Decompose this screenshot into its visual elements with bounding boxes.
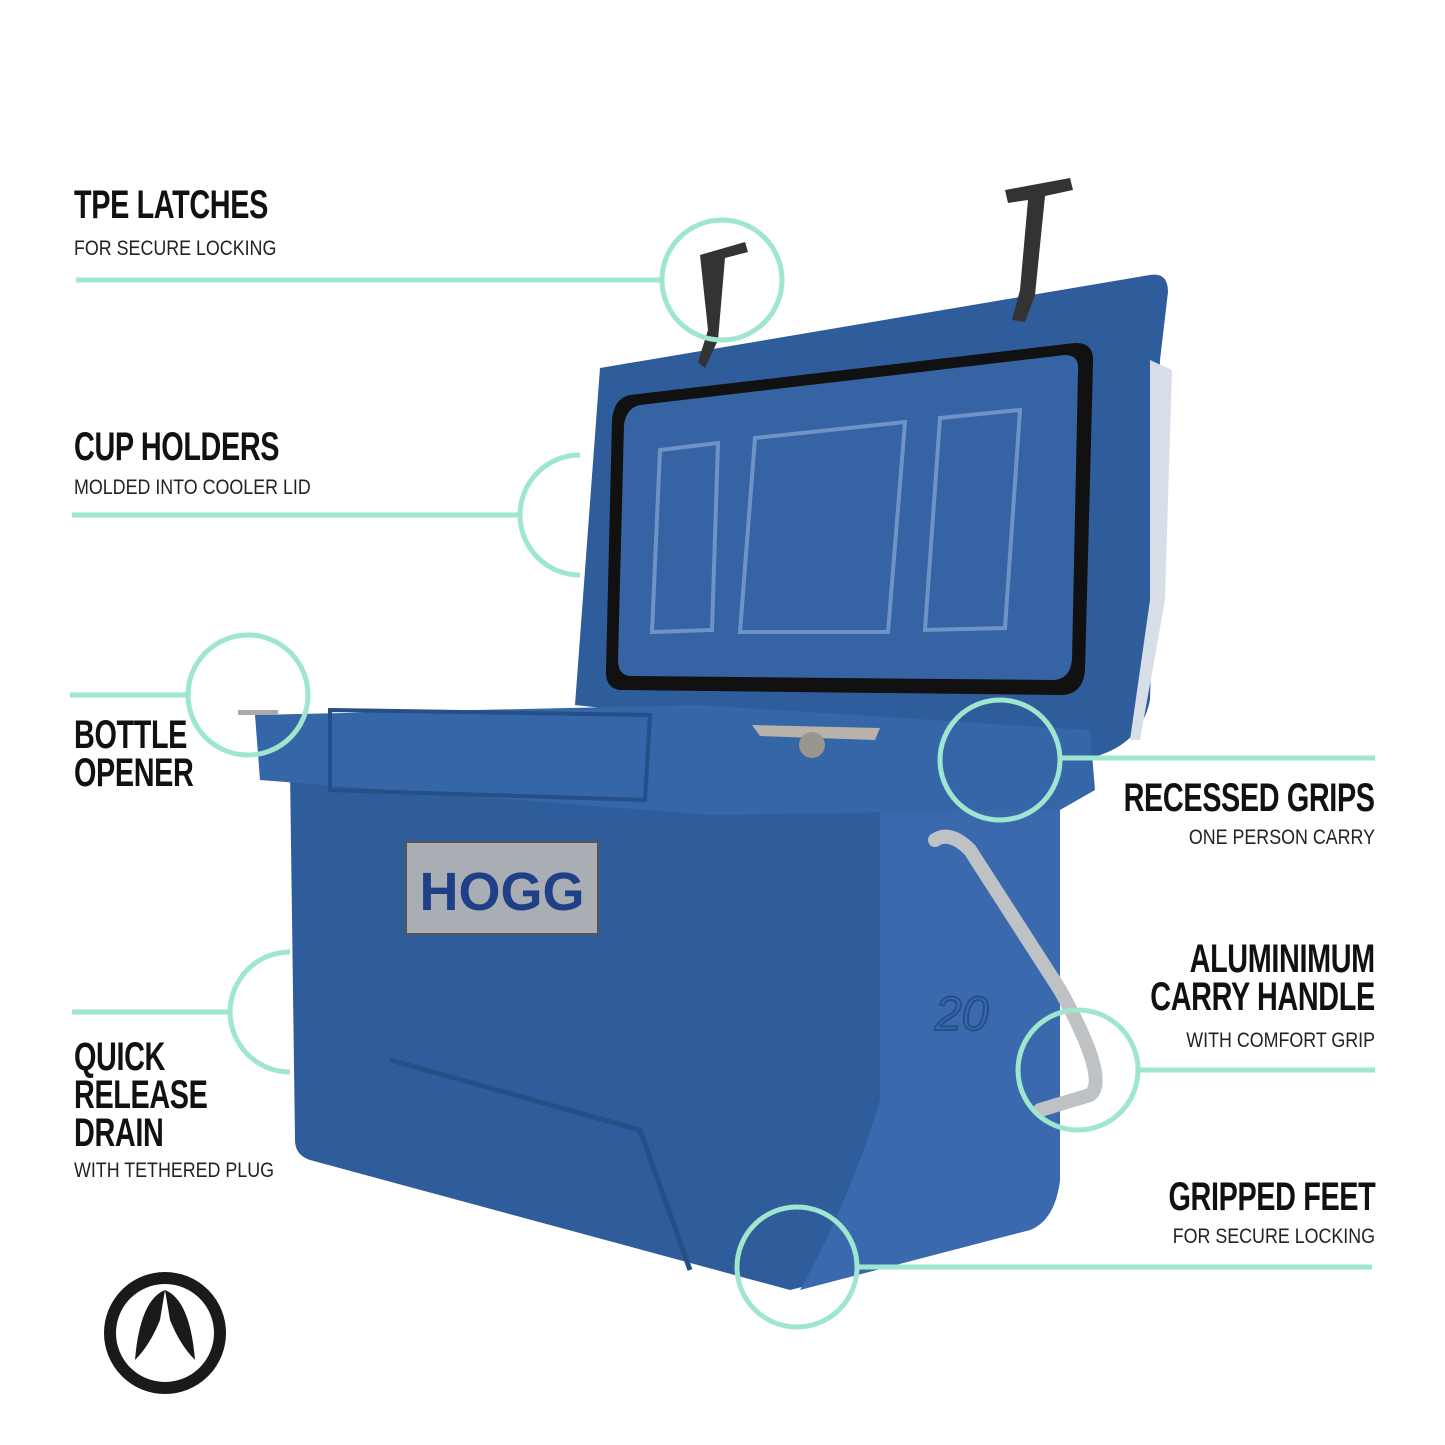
gripped-feet-subtitle: FOR SECURE LOCKING: [1172, 1225, 1375, 1248]
latch-right: [1005, 178, 1073, 322]
handle-title: ALUMINIMUM CARRY HANDLE: [1150, 937, 1376, 1019]
cooler-body: HOGG 20: [238, 705, 1103, 1290]
gripped-feet-title: GRIPPED FEET: [1168, 1175, 1375, 1219]
title-line: ALUMINIMUM: [1189, 937, 1376, 981]
handle-subtitle: WITH COMFORT GRIP: [1186, 1029, 1375, 1052]
title-line: CARRY HANDLE: [1150, 975, 1376, 1019]
cup-holders-subtitle: MOLDED INTO COOLER LID: [74, 476, 311, 499]
carry-handle: [928, 829, 1103, 1117]
recessed-grips-subtitle: ONE PERSON CARRY: [1188, 826, 1375, 849]
brand-logo: [104, 1272, 226, 1394]
size-mark: 20: [934, 988, 989, 1041]
title-line: OPENER: [74, 751, 194, 795]
title-line: BOTTLE: [74, 713, 188, 757]
brand-plate-text: HOGG: [419, 862, 584, 922]
tpe-latches-title: TPE LATCHES: [74, 183, 268, 227]
callout-lines: [70, 217, 1375, 1330]
cup-holders-title: CUP HOLDERS: [74, 425, 280, 469]
tpe-latches-subtitle: FOR SECURE LOCKING: [74, 237, 277, 260]
drain-subtitle: WITH TETHERED PLUG: [74, 1159, 275, 1182]
cooler-lid: [575, 274, 1172, 760]
drain-title: QUICK RELEASE DRAIN: [74, 1035, 208, 1155]
title-line: RELEASE: [74, 1073, 208, 1117]
recessed-grips-title: RECESSED GRIPS: [1123, 776, 1375, 820]
title-line: DRAIN: [74, 1111, 164, 1155]
title-line: QUICK: [74, 1035, 166, 1079]
bottle-opener-title: BOTTLE OPENER: [74, 713, 194, 795]
